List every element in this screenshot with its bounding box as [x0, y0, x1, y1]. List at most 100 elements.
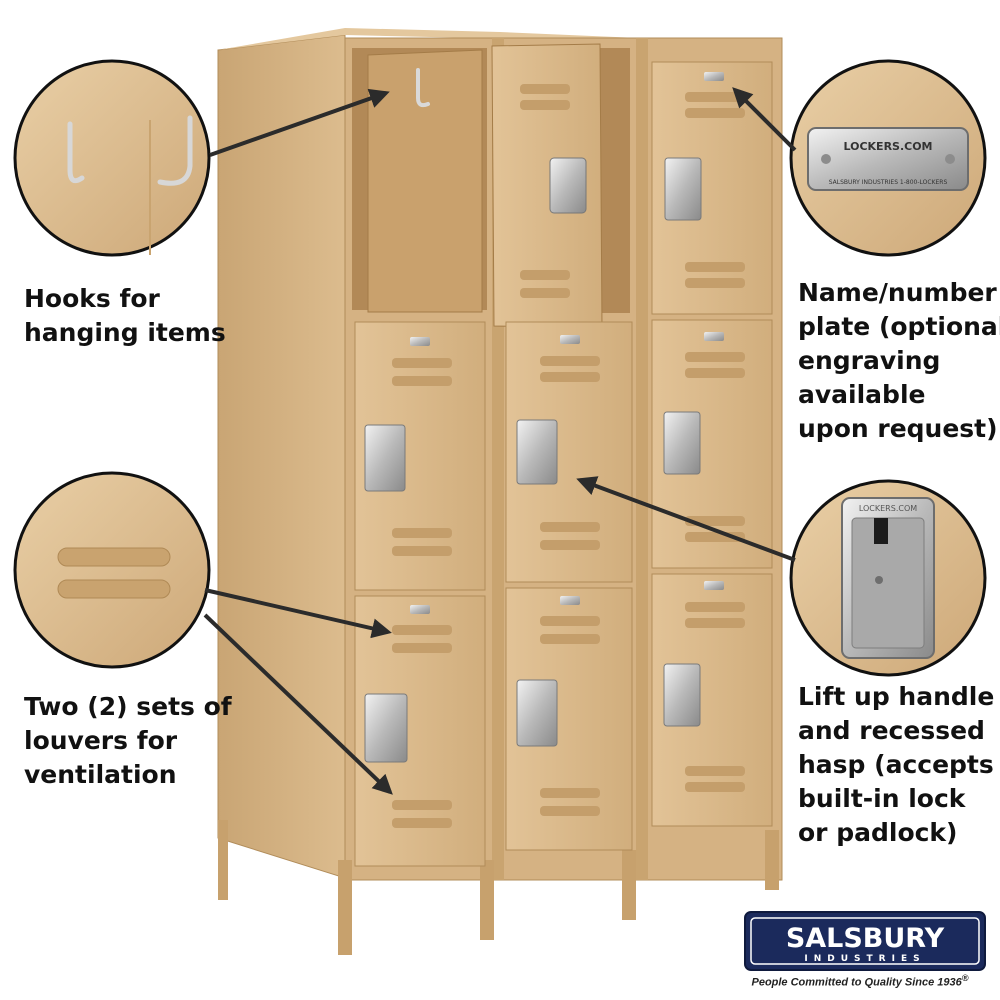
louvers-label-line: Two (2) sets of: [24, 692, 232, 721]
screw-icon: [945, 154, 955, 164]
louvers-label-line: louvers for: [24, 726, 178, 755]
louver: [685, 278, 745, 288]
hooks-closeup: [13, 59, 211, 257]
louver: [685, 108, 745, 118]
recessed-handle-icon: [663, 411, 701, 475]
handle-arrow: [576, 476, 796, 562]
door-latch-icon: [549, 157, 587, 214]
louver: [520, 270, 570, 280]
louvers-closeup: [13, 471, 211, 669]
louver: [685, 782, 745, 792]
louver: [392, 800, 452, 810]
nameplate-line1: LOCKERS.COM: [843, 140, 932, 153]
louver: [540, 372, 600, 382]
recessed-handle-icon: [664, 157, 702, 221]
locker-leg: [338, 860, 352, 955]
louver: [392, 625, 452, 635]
louver: [392, 546, 452, 556]
brand-sub: INDUSTRIES: [804, 954, 925, 964]
louvers-label: Two (2) sets of louvers for ventilation: [24, 690, 232, 792]
name-plate: [807, 127, 969, 191]
handle-label-line: and recessed: [798, 716, 985, 745]
hooks-arrow: [209, 88, 390, 157]
locker-door: [505, 321, 633, 583]
open-door-left: [367, 49, 483, 313]
louvers-label-line: ventilation: [24, 760, 177, 789]
louver-arrow-bottom: [203, 613, 393, 795]
recessed-handle-icon: [663, 663, 701, 727]
louver: [540, 806, 600, 816]
callout-arrows: [203, 87, 797, 795]
locker-leg: [218, 820, 228, 900]
locker-door: [651, 319, 773, 569]
louver: [540, 634, 600, 644]
number-plate: [704, 72, 724, 81]
louver: [520, 84, 570, 94]
recessed-handle-icon: [364, 424, 406, 492]
brand-tagline: People Committed to Quality Since 1936®: [740, 973, 980, 989]
locker-leg: [765, 830, 779, 890]
louver: [685, 92, 745, 102]
louver: [685, 766, 745, 776]
number-plate: [560, 335, 580, 344]
louver: [540, 522, 600, 532]
nameplate-closeup: LOCKERS.COM SALSBURY INDUSTRIES 1-800-LO…: [789, 59, 987, 257]
number-plate: [704, 332, 724, 341]
column-divider: [636, 38, 648, 880]
recessed-handle-icon: [364, 693, 408, 763]
louver: [540, 788, 600, 798]
number-plate: [704, 581, 724, 590]
brand-name: SALSBURY: [786, 923, 945, 954]
number-plate: [410, 605, 430, 614]
louver: [392, 528, 452, 538]
coat-hook-icon: [157, 115, 193, 186]
nameplate-label-line: available: [798, 380, 926, 409]
brand-tagline-text: People Committed to Quality Since 1936: [751, 976, 962, 989]
locker-door: [651, 61, 773, 315]
locker-side-panel: [217, 34, 346, 879]
coat-hook-icon: [67, 121, 85, 184]
nameplate-arrow: [732, 87, 797, 152]
louver: [520, 288, 570, 298]
locker-door: [354, 321, 486, 591]
handle-label-line: Lift up handle: [798, 682, 995, 711]
registered-mark: ®: [961, 973, 969, 983]
hooks-label-line: Hooks for: [24, 284, 160, 313]
recessed-handle-icon: [516, 419, 558, 485]
recessed-handle-icon: [516, 679, 558, 747]
handle-label-line: or padlock): [798, 818, 958, 847]
coat-hook-icon: [416, 68, 430, 108]
locker-door: [354, 595, 486, 867]
louver: [685, 352, 745, 362]
louver: [57, 579, 171, 599]
locker-leg: [622, 850, 636, 920]
louver: [392, 818, 452, 828]
hooks-label: Hooks for hanging items: [24, 282, 226, 350]
louver: [540, 540, 600, 550]
latch-slot-icon: [874, 518, 888, 544]
handle-label-line: built-in lock: [798, 784, 966, 813]
louver-arrow-top: [204, 588, 392, 639]
louver: [685, 368, 745, 378]
locker-leg: [480, 860, 494, 940]
number-plate: [560, 596, 580, 605]
handle-label-line: hasp (accepts: [798, 750, 994, 779]
louver: [392, 376, 452, 386]
number-plate: [410, 337, 430, 346]
nameplate-line2: SALSBURY INDUSTRIES 1-800-LOCKERS: [829, 179, 948, 186]
louver: [392, 643, 452, 653]
nameplate-label-line: plate (optional: [798, 312, 1000, 341]
salsbury-logo: SALSBURY INDUSTRIES: [744, 911, 986, 971]
louver: [540, 616, 600, 626]
nameplate-label-line: engraving: [798, 346, 941, 375]
locker-door: [505, 587, 633, 851]
louver: [685, 618, 745, 628]
louver: [685, 602, 745, 612]
louver: [57, 547, 171, 567]
louver: [540, 356, 600, 366]
rivet-icon: [875, 576, 883, 584]
nameplate-label: Name/number plate (optional engraving av…: [798, 276, 1000, 446]
louver: [520, 100, 570, 110]
hooks-label-line: hanging items: [24, 318, 226, 347]
nameplate-label-line: upon request): [798, 414, 998, 443]
